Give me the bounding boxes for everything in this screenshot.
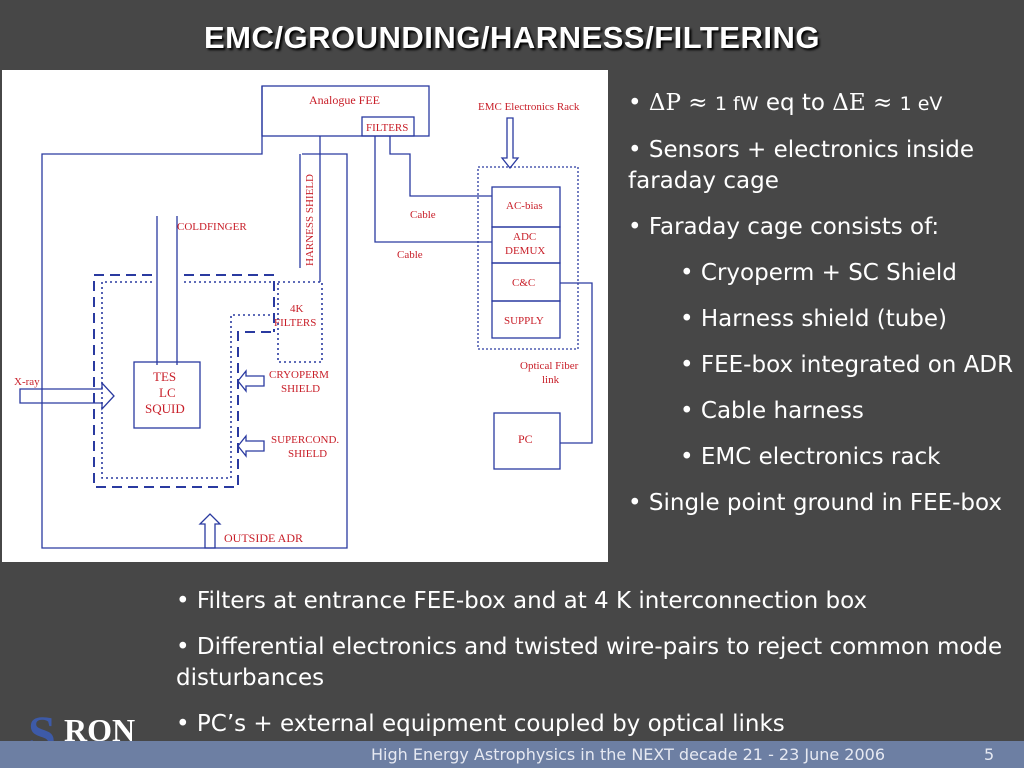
pc-box (493, 412, 561, 470)
supply-label: SUPPLY (504, 315, 544, 327)
xray-label: X-ray (14, 376, 40, 388)
demux-label: DEMUX (505, 245, 545, 257)
sub-bullet-cryoperm: • Cryoperm + SC Shield (680, 260, 957, 286)
bottom-bullet-differential: • Differential electronics and twisted w… (176, 634, 1003, 691)
4k-label: 4K (290, 303, 304, 315)
supply-box (491, 300, 561, 339)
bullet-faraday: • Sensors + electronics inside faraday c… (628, 137, 974, 194)
emc-rack (477, 166, 579, 350)
squid-label: SQUID (145, 401, 185, 416)
filters-box (361, 116, 415, 137)
optical-fiber (560, 282, 593, 444)
footer-text: High Energy Astrophysics in the NEXT dec… (371, 745, 886, 764)
4k-filters-label: FILTERS (274, 317, 316, 329)
sub-bullet-harness: • Harness shield (tube) (680, 306, 948, 332)
right-bullets: • ΔP ≈ 1 fW eq to ΔE ≈ 1 eV • Sensors + … (628, 88, 1020, 534)
optical-fiber-label-1: Optical Fiber (520, 360, 579, 372)
optical-fiber-label-2: link (542, 374, 560, 386)
tes-label: TES (153, 369, 176, 384)
tes-box (133, 361, 201, 429)
supercond-label-2: SHIELD (288, 448, 327, 460)
filters-label: FILTERS (366, 122, 408, 134)
sub-bullet-fee: • FEE-box integrated on ADR (680, 352, 1014, 378)
bottom-bullet-filters: • Filters at entrance FEE-box and at 4 K… (176, 588, 868, 614)
emc-diagram: Analogue FEE FILTERS EMC Electronics Rac… (2, 70, 608, 562)
cable-top (389, 136, 492, 197)
cc-label: C&C (512, 277, 535, 289)
sub-bullet-rack: • EMC electronics rack (680, 444, 941, 470)
bullet-ground: • Single point ground in FEE-box (628, 490, 1003, 516)
cryoperm-label-1: CRYOPERM (269, 369, 329, 381)
sub-bullet-cable: • Cable harness (680, 398, 864, 424)
bullet-cage: • Faraday cage consists of: (628, 214, 940, 240)
cable-label-2: Cable (397, 249, 423, 261)
ac-bias-label: AC-bias (506, 200, 543, 212)
harness-shield-label: HARNESS SHIELD (304, 174, 316, 266)
emc-rack-label: EMC Electronics Rack (478, 101, 580, 113)
coldfinger-label: COLDFINGER (177, 221, 247, 233)
analogue-fee-label: Analogue FEE (309, 93, 380, 107)
lc-label: LC (159, 385, 176, 400)
pc-label: PC (518, 432, 533, 446)
slide-title: EMC/GROUNDING/HARNESS/FILTERING (204, 20, 820, 55)
cryoperm-label-2: SHIELD (281, 383, 320, 395)
bottom-bullet-optical: • PC’s + external equipment coupled by o… (176, 711, 785, 737)
supercond-label-1: SUPERCOND. (271, 434, 339, 446)
adr-outline (41, 86, 348, 549)
bullet-power-energy: • ΔP ≈ 1 fW eq to ΔE ≈ 1 eV (628, 90, 943, 116)
cable-label-1: Cable (410, 209, 436, 221)
adc-label: ADC (513, 231, 536, 243)
footer-bar: High Energy Astrophysics in the NEXT dec… (0, 741, 1024, 768)
bottom-bullets: • Filters at entrance FEE-box and at 4 K… (176, 586, 1022, 755)
outside-adr-label: OUTSIDE ADR (224, 531, 303, 545)
cable-bottom (374, 136, 492, 243)
page-number: 5 (984, 745, 995, 764)
